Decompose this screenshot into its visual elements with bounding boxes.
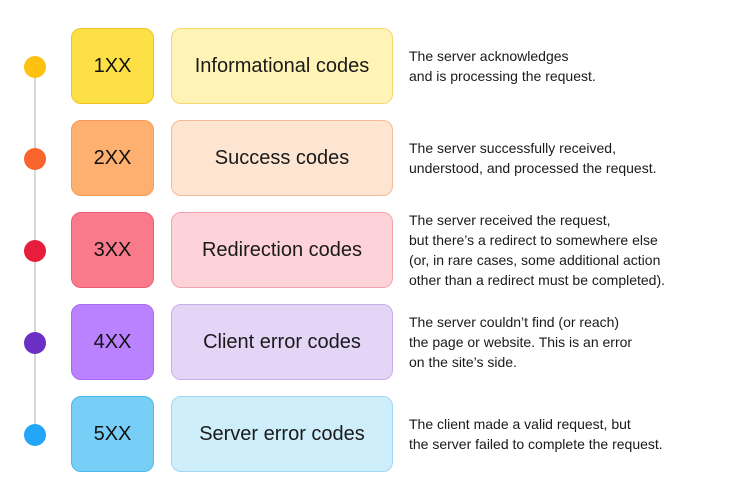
status-row-5xx: 5XX Server error codes The client made a… — [0, 396, 750, 474]
category-name: Success codes — [171, 120, 393, 196]
code-badge: 3XX — [71, 212, 154, 288]
category-description: The client made a valid request, but the… — [409, 416, 663, 452]
status-row-1xx: 1XX Informational codes The server ackno… — [0, 28, 750, 106]
category-name: Informational codes — [171, 28, 393, 104]
timeline-dot — [24, 56, 46, 78]
code-badge: 1XX — [71, 28, 154, 104]
code-badge: 2XX — [71, 120, 154, 196]
category-description: The server successfully received, unders… — [409, 140, 657, 176]
code-badge: 5XX — [71, 396, 154, 472]
category-description: The server couldn’t find (or reach) the … — [409, 314, 633, 370]
category-description: The server received the request, but the… — [409, 212, 666, 288]
timeline-dot — [24, 332, 46, 354]
category-description: The server acknowledges and is processin… — [409, 48, 596, 84]
category-name: Redirection codes — [171, 212, 393, 288]
timeline-dot — [24, 424, 46, 446]
status-row-3xx: 3XX Redirection codes The server receive… — [0, 212, 750, 290]
timeline-dot — [24, 240, 46, 262]
status-row-4xx: 4XX Client error codes The server couldn… — [0, 304, 750, 382]
category-name: Server error codes — [171, 396, 393, 472]
category-name: Client error codes — [171, 304, 393, 380]
timeline-dot — [24, 148, 46, 170]
code-badge: 4XX — [71, 304, 154, 380]
status-row-2xx: 2XX Success codes The server successfull… — [0, 120, 750, 198]
